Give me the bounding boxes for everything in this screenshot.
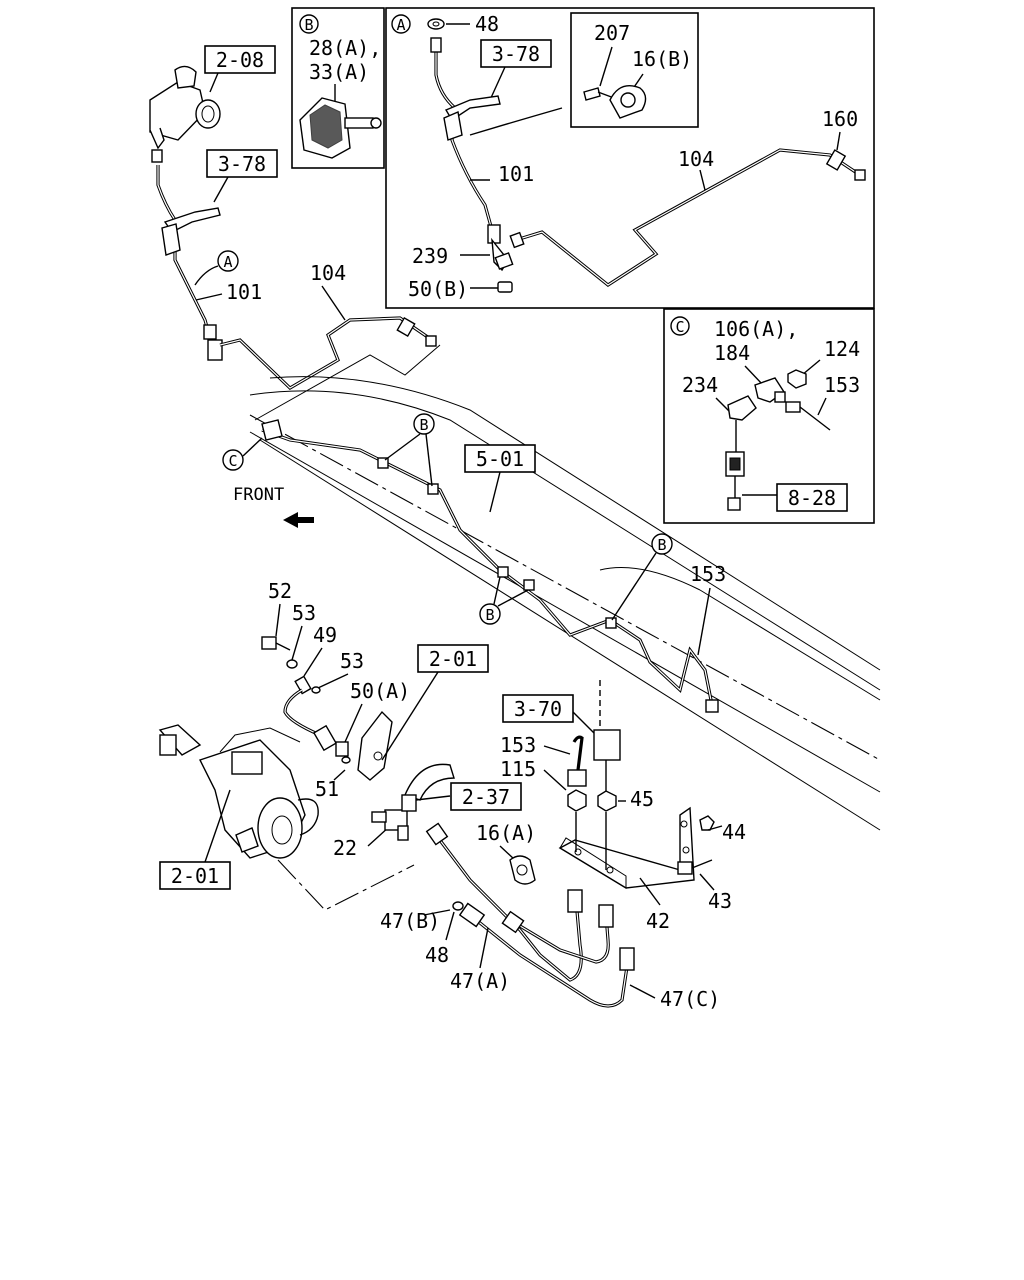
label-c-106a: 106(A),	[714, 317, 798, 341]
label-a-104: 104	[678, 147, 714, 171]
label-49: 49	[313, 623, 337, 647]
inset-frames	[291, 7, 875, 524]
label-a-48: 48	[475, 12, 499, 36]
label-a-101: 101	[498, 162, 534, 186]
label-a-160: 160	[822, 107, 858, 131]
box-2-08-text: 2-08	[216, 48, 264, 72]
label-115: 115	[500, 757, 536, 781]
main-a-circle	[217, 250, 239, 272]
label-44: 44	[722, 820, 746, 844]
rail-callouts: C B B B 5-01 153 FRONT	[222, 413, 726, 656]
main-b2-circle	[479, 603, 501, 625]
inset-c-circle	[670, 316, 690, 336]
label-main-101: 101	[226, 280, 262, 304]
label-a-207: 207	[594, 21, 630, 45]
label-48: 48	[425, 943, 449, 967]
inset-a-letter: A	[396, 16, 405, 34]
box-2-08	[204, 45, 276, 74]
front-label: FRONT	[233, 485, 284, 505]
main-c-circle	[222, 449, 244, 471]
rail-brake-pipe	[261, 419, 719, 713]
label-53b: 53	[340, 649, 364, 673]
label-c-184: 184	[714, 341, 750, 365]
label-22: 22	[333, 836, 357, 860]
box-3-78-main	[206, 149, 278, 178]
label-153b: 153	[500, 733, 536, 757]
label-c-124: 124	[824, 337, 860, 361]
main-b1-letter: B	[419, 416, 428, 434]
label-53a: 53	[292, 601, 316, 625]
box-3-70-text: 3-70	[514, 697, 562, 721]
front-arrow-icon	[283, 512, 314, 528]
inset-b-bracket: B 28(A), 33(A)	[299, 14, 382, 159]
inset-a-circle	[391, 14, 411, 34]
label-28a: 28(A),	[309, 36, 381, 60]
inset-b-letter: B	[304, 16, 313, 34]
box-2-37	[450, 782, 522, 811]
box-2-01-left-text: 2-01	[171, 864, 219, 888]
main-c-letter: C	[228, 452, 237, 470]
inset-c-detail: C 106(A), 184 124 234 153 8-28	[670, 316, 860, 512]
box-8-28-text: 8-28	[788, 486, 836, 510]
box-3-78-inset-text: 3-78	[492, 42, 540, 66]
label-42: 42	[646, 909, 670, 933]
box-2-37-text: 2-37	[462, 785, 510, 809]
label-47a: 47(A)	[450, 969, 510, 993]
label-a-239: 239	[412, 244, 448, 268]
label-main-104: 104	[310, 261, 346, 285]
inset-b-circle	[299, 14, 319, 34]
main-b3-circle	[651, 533, 673, 555]
label-main-153: 153	[690, 562, 726, 586]
box-5-01-text: 5-01	[476, 447, 524, 471]
label-a-50b: 50(B)	[408, 277, 468, 301]
label-47c: 47(C)	[660, 987, 720, 1011]
label-50a: 50(A)	[350, 679, 410, 703]
main-a-letter: A	[223, 253, 232, 271]
box-3-70	[502, 694, 574, 723]
main-b2-letter: B	[485, 606, 494, 624]
label-52: 52	[268, 579, 292, 603]
label-43: 43	[708, 889, 732, 913]
inset-c-letter: C	[675, 318, 684, 336]
lower-hardware-labels: 52 53 49 53 50(A) 51 22	[268, 579, 410, 860]
main-b3-letter: B	[657, 536, 666, 554]
inset-a-detail: A 48 3-78 101 239 50(B) 160	[391, 12, 866, 301]
label-c-234: 234	[682, 373, 718, 397]
label-a-16b: 16(B)	[632, 47, 692, 71]
box-2-01-right	[417, 644, 489, 673]
label-47b: 47(B)	[380, 909, 440, 933]
box-2-01-right-text: 2-01	[429, 647, 477, 671]
box-8-28	[776, 483, 848, 512]
main-b1-circle	[413, 413, 435, 435]
label-16a: 16(A)	[476, 821, 536, 845]
master-cylinder-area: 2-08 3-78 A 101 104	[149, 45, 441, 421]
lower-hardware-parts: 2-01 2-01 2-37 3-70 153 115 45	[158, 636, 746, 1011]
box-3-78-inset	[480, 39, 552, 68]
label-33a: 33(A)	[309, 60, 369, 84]
label-51: 51	[315, 777, 339, 801]
label-c-153: 153	[824, 373, 860, 397]
box-5-01	[464, 444, 536, 473]
label-45: 45	[630, 787, 654, 811]
box-2-01-left	[159, 861, 231, 890]
box-3-78-main-text: 3-78	[218, 152, 266, 176]
